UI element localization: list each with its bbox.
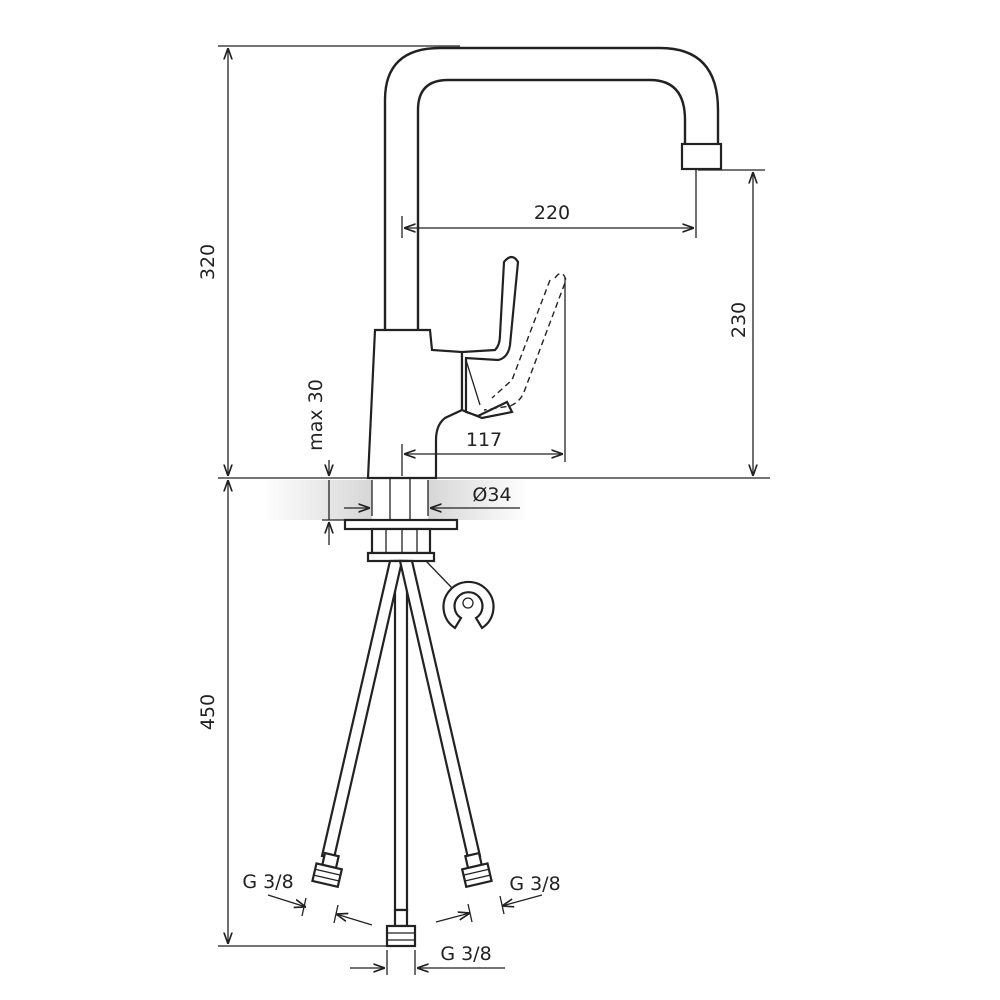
mounting-shank	[343, 478, 459, 563]
dim-spout-height: 230	[698, 169, 765, 476]
dim-connection-left-label: G 3/8	[242, 871, 293, 893]
faucet-body	[366, 328, 464, 480]
dim-total-height: 320	[197, 45, 460, 476]
dim-connection-center-label: G 3/8	[440, 943, 491, 965]
dim-hole-diameter: Ø34	[344, 480, 520, 516]
lever-open-position	[483, 272, 567, 411]
hose-connector-right	[460, 851, 493, 889]
dim-countertop-thickness-label: max 30	[305, 379, 327, 451]
dim-hose-length-label: 450	[197, 694, 219, 730]
dim-spout-reach-label: 220	[534, 202, 570, 224]
dim-connection-left: G 3/8	[242, 871, 373, 926]
dim-connection-right: G 3/8	[435, 873, 561, 923]
dim-lever-reach-label: 117	[466, 429, 502, 451]
dim-spout-height-label: 230	[728, 302, 750, 338]
dim-hose-length: 450	[197, 480, 388, 947]
horseshoe-washer	[425, 560, 495, 630]
dim-total-height-label: 320	[197, 244, 219, 280]
dim-countertop-thickness: max 30	[305, 379, 346, 545]
dim-hole-diameter-label: Ø34	[472, 484, 511, 506]
lever-handle	[460, 255, 520, 420]
faucet-spout	[383, 46, 723, 330]
hose-connector-left	[311, 851, 344, 889]
dim-connection-center: G 3/8	[350, 943, 505, 975]
dim-spout-reach: 220	[401, 170, 697, 238]
hose-connector-center	[385, 908, 417, 948]
dim-connection-right-label: G 3/8	[509, 873, 560, 895]
countertop	[218, 477, 770, 520]
dim-lever-reach: 117	[401, 278, 566, 476]
